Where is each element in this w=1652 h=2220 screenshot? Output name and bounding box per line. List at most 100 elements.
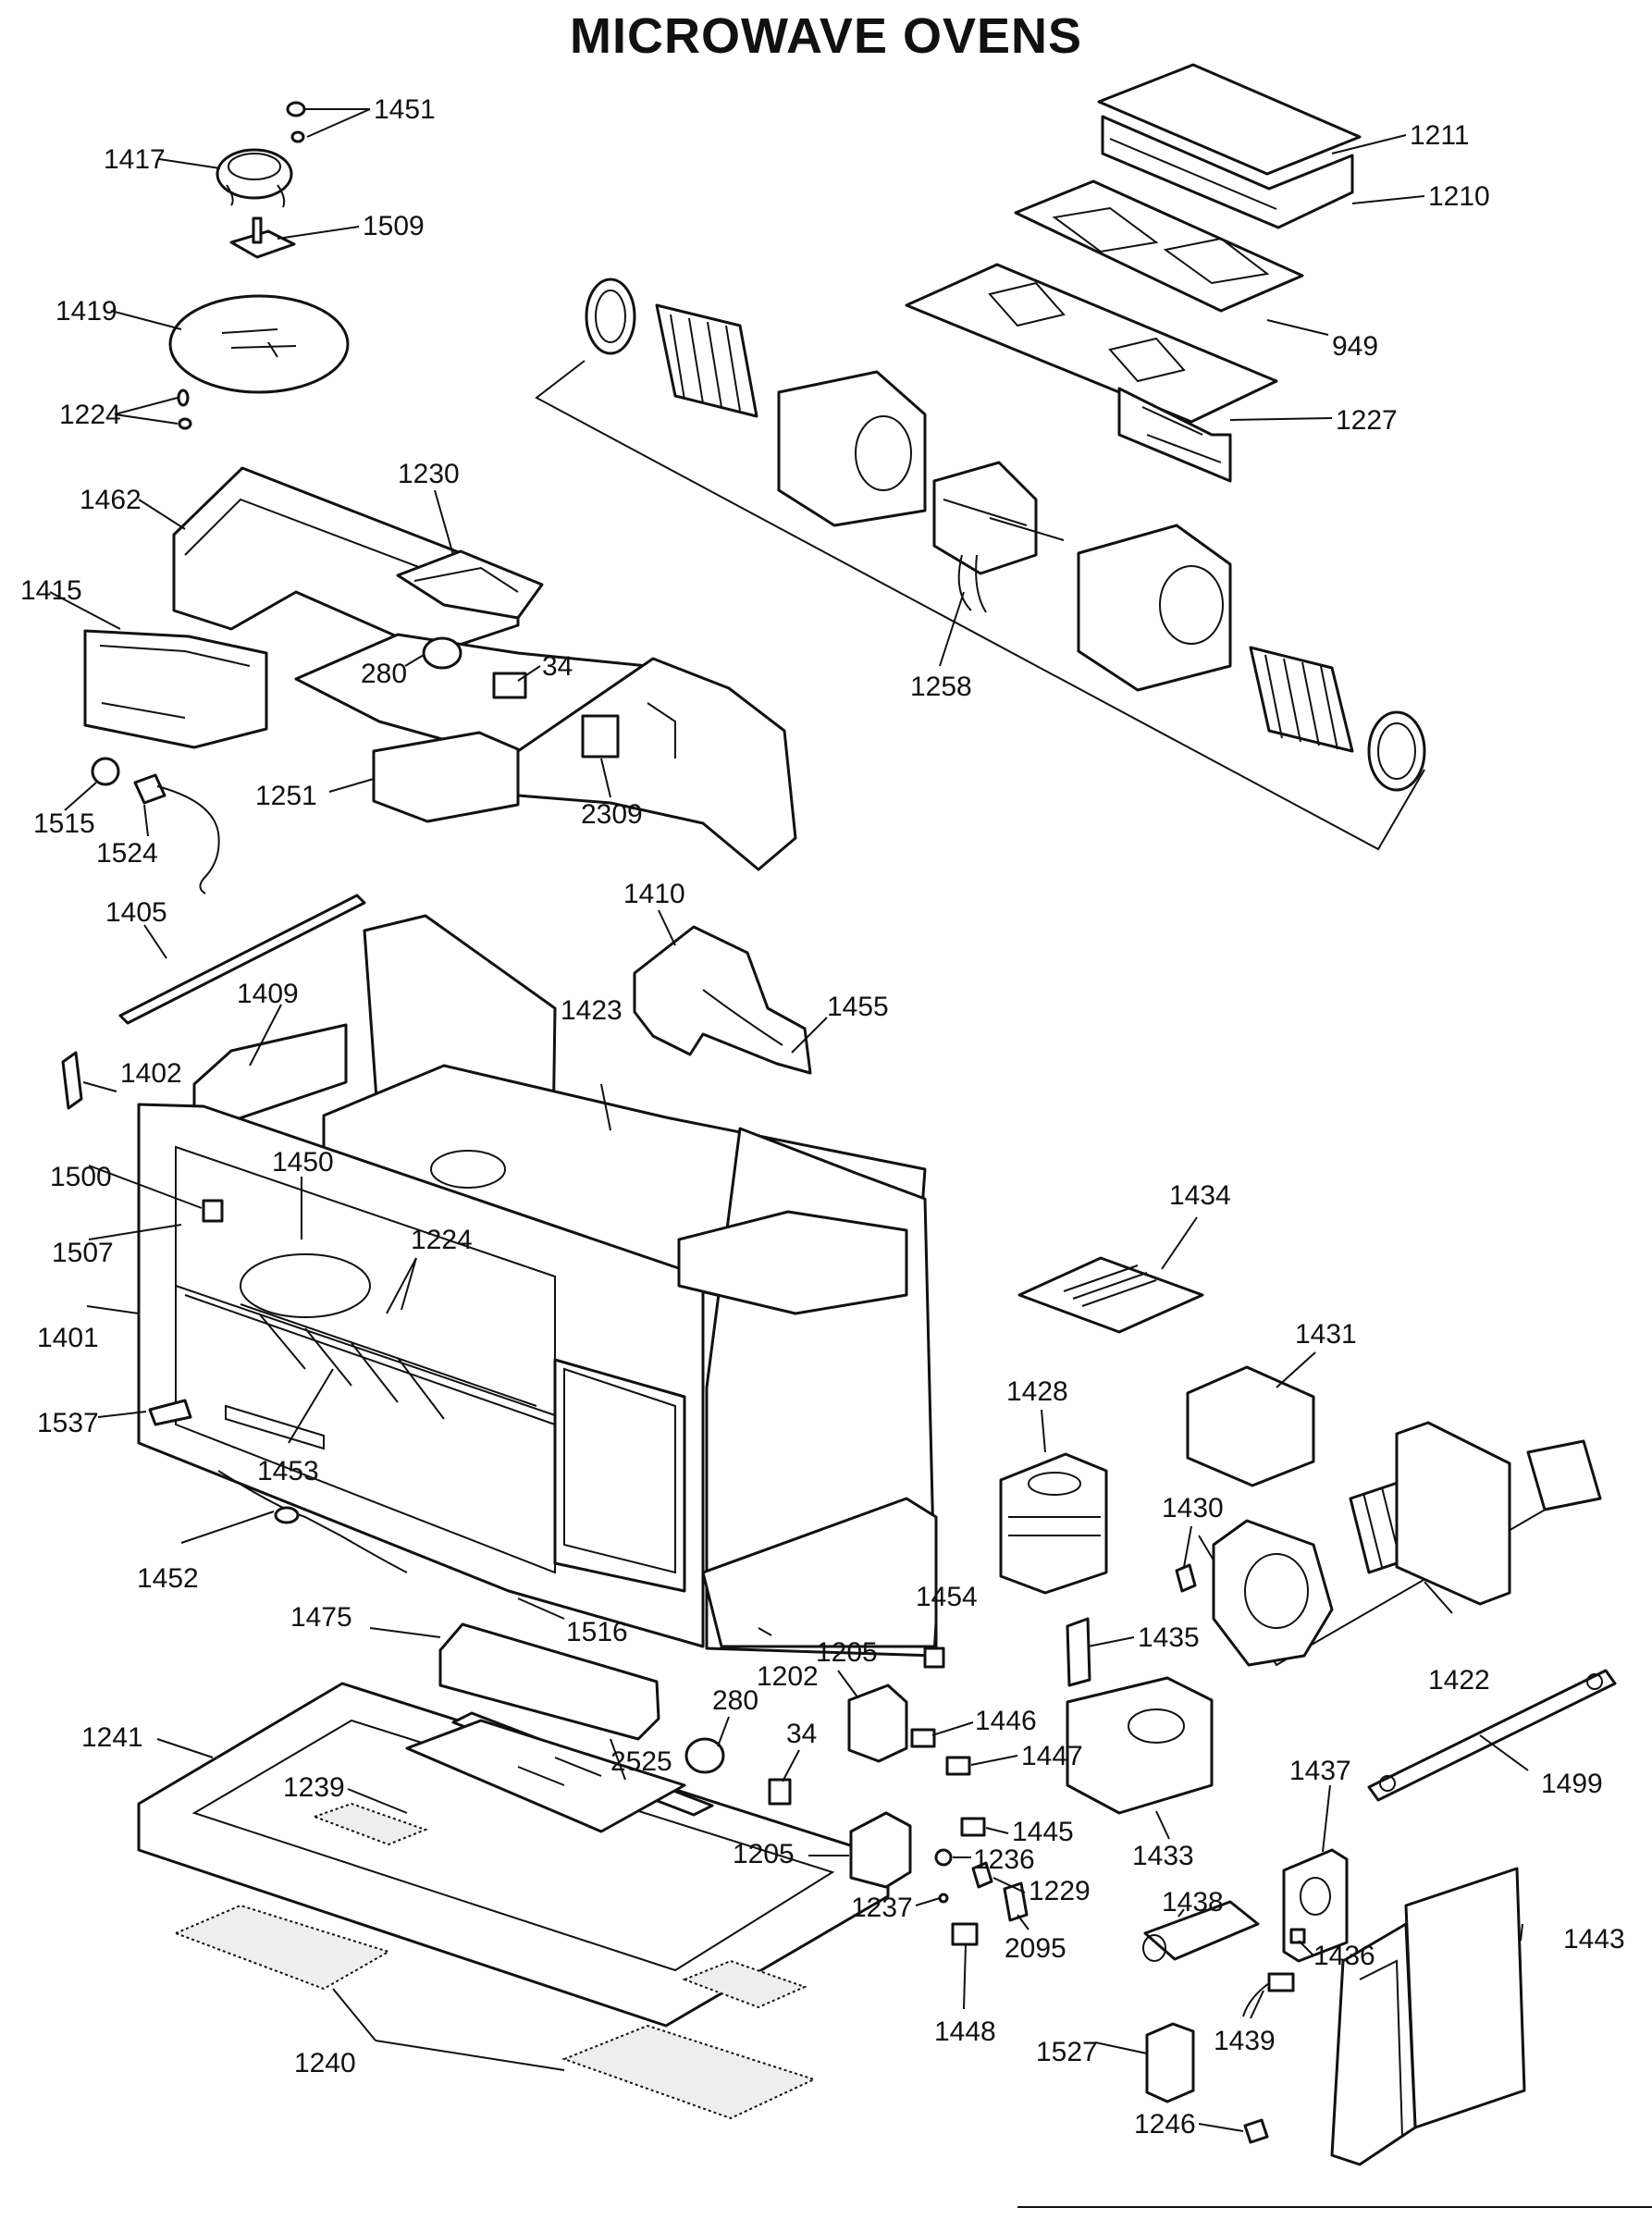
part-label-1423: 1423 — [561, 995, 623, 1026]
pin-2095 — [1003, 1881, 1029, 1922]
part-label-1438: 1438 — [1162, 1887, 1224, 1918]
part-label-1439: 1439 — [1214, 2026, 1276, 2056]
part-label-949: 949 — [1332, 331, 1378, 362]
part-label-1422: 1422 — [1428, 1665, 1490, 1696]
part-label-1431: 1431 — [1295, 1319, 1357, 1350]
diode-2309-part — [581, 714, 620, 758]
light-cover-1230 — [396, 549, 544, 620]
part-labels: 1451 1417 1509 1419 1224 1211 1210 949 1… — [20, 94, 1625, 2140]
part-label-1435: 1435 — [1138, 1622, 1200, 1653]
part-label-1437: 1437 — [1289, 1756, 1351, 1786]
part-label-1402: 1402 — [120, 1058, 182, 1089]
fuse-1454 — [923, 1646, 945, 1669]
part-label-1428: 1428 — [1006, 1376, 1068, 1407]
part-label-2309: 2309 — [581, 799, 643, 830]
power-components-group — [999, 1256, 1617, 1815]
part-label-1210: 1210 — [1428, 181, 1490, 212]
plug-1524 — [133, 773, 166, 805]
lamp-bulb-part — [684, 1737, 725, 1774]
switch-1448 — [951, 1922, 979, 1946]
part-label-1430: 1430 — [1162, 1493, 1224, 1523]
bottom-rail — [701, 1497, 938, 1648]
spring-1237 — [938, 1893, 949, 1904]
part-label-1516: 1516 — [566, 1617, 628, 1647]
part-label-1447: 1447 — [1021, 1741, 1083, 1771]
part-label-1446: 1446 — [975, 1706, 1037, 1736]
part-label-1224: 1224 — [59, 400, 121, 430]
coupler-shaft — [252, 216, 263, 244]
part-label-1443: 1443 — [1563, 1924, 1625, 1955]
screw-part — [290, 130, 305, 143]
mid-small-parts-group — [61, 894, 812, 1123]
switch-holder-1205-upper — [847, 1684, 908, 1763]
thermistor-1452 — [274, 1506, 300, 1524]
part-label-1230: 1230 — [398, 459, 460, 489]
turntable-motor-group — [168, 101, 350, 430]
part-label-1240: 1240 — [294, 2048, 356, 2078]
part-label-1251: 1251 — [255, 781, 317, 811]
part-label-280: 280 — [712, 1685, 758, 1716]
fan-scroll-1422 — [1212, 1519, 1334, 1667]
screw-part — [177, 388, 190, 407]
hinge-1500 — [202, 1199, 224, 1223]
part-label-1453: 1453 — [257, 1456, 319, 1486]
part-label-2525: 2525 — [610, 1746, 672, 1777]
fan-motor-1422 — [1526, 1439, 1602, 1511]
part-label-1448: 1448 — [934, 2016, 996, 2047]
part-label-1500: 1500 — [50, 1162, 112, 1192]
glass-panel-1239 — [405, 1719, 686, 1833]
nut-1236 — [934, 1848, 953, 1867]
coupler-part — [229, 229, 296, 259]
lower-right-parts-group — [1142, 1848, 1526, 2166]
cover-1434 — [1017, 1256, 1204, 1334]
part-label-1524: 1524 — [96, 838, 158, 869]
part-label-1409: 1409 — [237, 979, 299, 1009]
filter-left-1240 — [173, 1904, 391, 1991]
part-label-1239: 1239 — [283, 1772, 345, 1803]
lamp-switch-group — [684, 1646, 1029, 1946]
side-panel-1443 — [1404, 1867, 1526, 2129]
part-label-1202: 1202 — [757, 1661, 819, 1692]
part-label-1475: 1475 — [290, 1602, 352, 1633]
upper-chassis-group — [83, 466, 797, 894]
part-label-1527: 1527 — [1036, 2037, 1098, 2067]
rod-1405 — [118, 894, 366, 1025]
top-back-brace — [677, 1210, 908, 1315]
switch-1445 — [960, 1817, 986, 1837]
part-label-1434: 1434 — [1169, 1180, 1231, 1211]
screw-1246 — [1243, 2118, 1269, 2144]
filter-right-1240 — [561, 2024, 817, 2120]
part-label-1433: 1433 — [1132, 1841, 1194, 1871]
grille-filter-group — [137, 1622, 890, 2120]
part-label-1205: 1205 — [733, 1839, 795, 1869]
part-label-1419: 1419 — [55, 296, 117, 327]
light-lens-1475 — [438, 1622, 660, 1741]
side-panel-bracket — [1330, 1922, 1417, 2166]
screw-part — [286, 101, 306, 117]
leader-lines — [49, 108, 1529, 2132]
part-label-1227: 1227 — [1336, 405, 1398, 436]
door-opening — [175, 1145, 556, 1574]
part-label-1211: 1211 — [1410, 120, 1470, 151]
part-label-1462: 1462 — [80, 485, 142, 515]
part-label-1258: 1258 — [910, 672, 972, 702]
part-label-34: 34 — [542, 651, 573, 682]
part-label-1241: 1241 — [81, 1722, 143, 1753]
transformer-1433 — [1066, 1676, 1214, 1815]
part-label-1537: 1537 — [37, 1408, 99, 1438]
part-label-1224: 1224 — [411, 1225, 473, 1255]
housing-1415 — [83, 629, 268, 749]
turntable-motor-detail — [228, 153, 281, 180]
part-label-1515: 1515 — [33, 808, 95, 839]
blower-assembly-group — [535, 278, 1426, 851]
assembly-bracket-line — [535, 360, 1425, 851]
part-label-1405: 1405 — [105, 897, 167, 928]
latch-bracket-1409 — [192, 1023, 348, 1123]
turntable-motor-part — [216, 148, 293, 200]
side-access-panel — [553, 1358, 686, 1593]
vent-grille-1241 — [137, 1682, 890, 2028]
part-label-1455: 1455 — [827, 992, 889, 1022]
stirrer-fan-1450 — [240, 1253, 371, 1318]
